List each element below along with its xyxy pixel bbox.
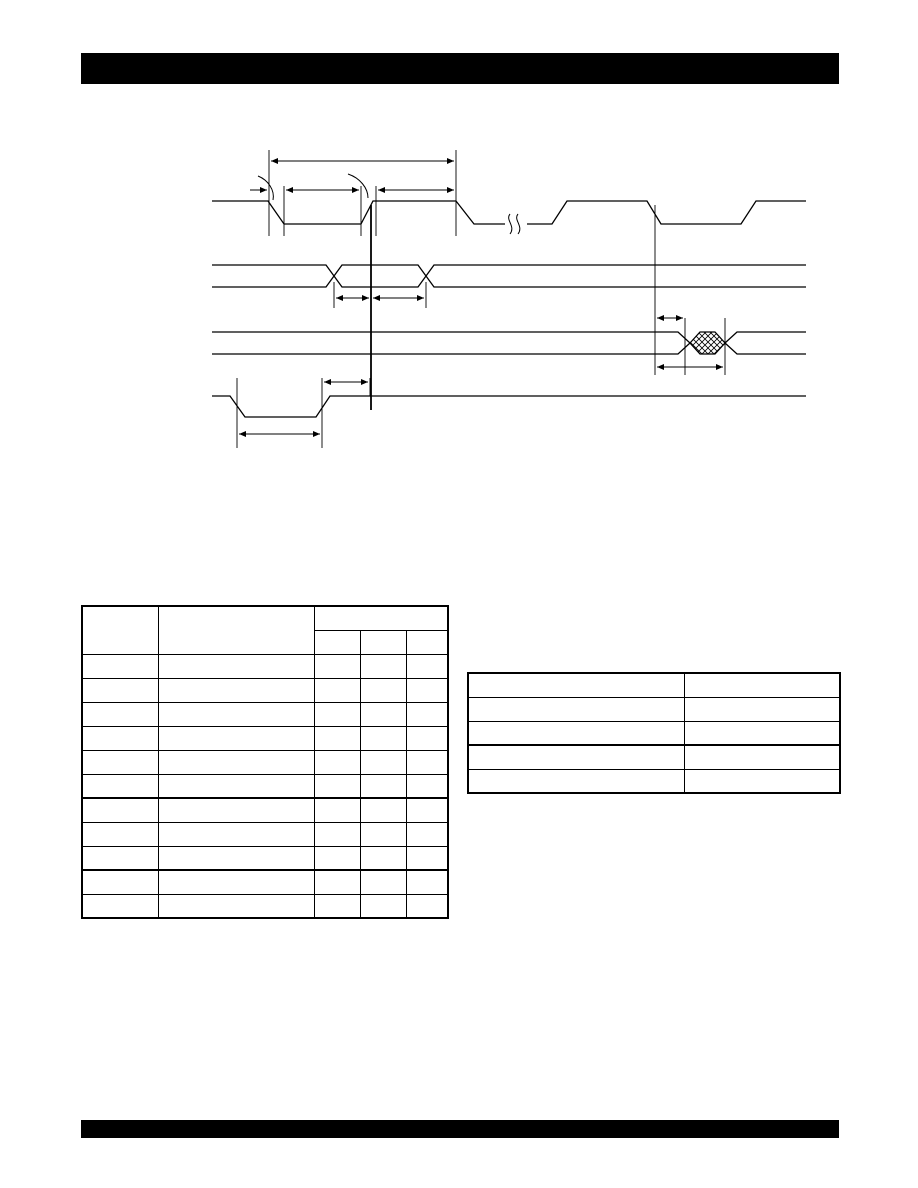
table-cell [313, 701, 361, 727]
table-cell [81, 653, 159, 679]
table-cell [313, 869, 361, 895]
table-row [81, 893, 449, 919]
table-cell [157, 821, 315, 847]
table-cell [405, 725, 449, 751]
table-cell [359, 701, 407, 727]
table-cell [81, 749, 159, 775]
table-cell [313, 653, 361, 679]
side-table-cell [683, 768, 841, 794]
table-row [81, 773, 449, 799]
table-cell [359, 869, 407, 895]
timing-diagram [212, 150, 806, 448]
table-cell [81, 797, 159, 823]
table-cell [81, 845, 159, 871]
signal-3-data-valid [689, 331, 726, 355]
table-cell [313, 821, 361, 847]
side-table-cell [683, 720, 841, 746]
table-row [81, 653, 449, 679]
table-cell [359, 821, 407, 847]
table-row [81, 749, 449, 775]
table-cell [405, 701, 449, 727]
table-cell [405, 653, 449, 679]
signal-1-waveform [212, 200, 505, 225]
table-cell [157, 893, 315, 919]
side-table-row [467, 696, 841, 722]
side-table-row [467, 720, 841, 746]
side-header-2 [683, 672, 841, 698]
side-header-1 [467, 672, 685, 698]
table-cell [313, 797, 361, 823]
side-table-cell [467, 744, 685, 770]
side-table-row [467, 744, 841, 770]
table-row [81, 821, 449, 847]
table-cell [359, 773, 407, 799]
table-cell [405, 677, 449, 703]
table-cell [359, 725, 407, 751]
table-cell [81, 821, 159, 847]
table-cell [405, 797, 449, 823]
signal-1-waveform-cont [527, 200, 806, 225]
side-table [467, 672, 841, 794]
side-table-cell [683, 696, 841, 722]
table-cell [405, 773, 449, 799]
table-cell [157, 653, 315, 679]
side-table-cell [467, 720, 685, 746]
footer-bar [81, 1120, 839, 1138]
table-cell [405, 749, 449, 775]
table-cell [81, 893, 159, 919]
signal-2-bus [212, 264, 806, 288]
table-row [81, 797, 449, 823]
table-cell [313, 845, 361, 871]
table-cell [81, 701, 159, 727]
header-typ [359, 629, 407, 655]
header-parameter [157, 605, 315, 655]
table-cell [405, 893, 449, 919]
signal-4-waveform [212, 395, 806, 418]
table-cell [359, 653, 407, 679]
table-cell [405, 845, 449, 871]
table-cell [405, 821, 449, 847]
table-row [81, 677, 449, 703]
table-cell [313, 725, 361, 751]
side-table-row [467, 768, 841, 794]
table-cell [157, 725, 315, 751]
table-cell [157, 701, 315, 727]
table-row [81, 869, 449, 895]
table-cell [359, 845, 407, 871]
table-cell [157, 677, 315, 703]
footer-text [81, 1120, 839, 1126]
table-cell [313, 773, 361, 799]
table-cell [359, 749, 407, 775]
table-cell [157, 773, 315, 799]
table-cell [81, 773, 159, 799]
header-group [313, 605, 449, 631]
table-cell [81, 677, 159, 703]
table-cell [81, 725, 159, 751]
table-cell [359, 677, 407, 703]
table-cell [313, 893, 361, 919]
break-mark [508, 213, 521, 235]
ac-characteristics-table [81, 605, 450, 919]
table-cell [359, 893, 407, 919]
header-min [313, 629, 361, 655]
header-max [405, 629, 449, 655]
table-cell [157, 869, 315, 895]
side-table-cell [683, 744, 841, 770]
table-cell [157, 749, 315, 775]
table-cell [313, 749, 361, 775]
side-table-cell [467, 696, 685, 722]
table-row [81, 725, 449, 751]
table-cell [359, 797, 407, 823]
table-cell [313, 677, 361, 703]
table-cell [157, 797, 315, 823]
table-cell [405, 869, 449, 895]
side-table-cell [467, 768, 685, 794]
table-row [81, 701, 449, 727]
header-symbol [81, 605, 159, 655]
header-bar [81, 53, 839, 84]
table-cell [81, 869, 159, 895]
table-cell [157, 845, 315, 871]
table-row [81, 845, 449, 871]
